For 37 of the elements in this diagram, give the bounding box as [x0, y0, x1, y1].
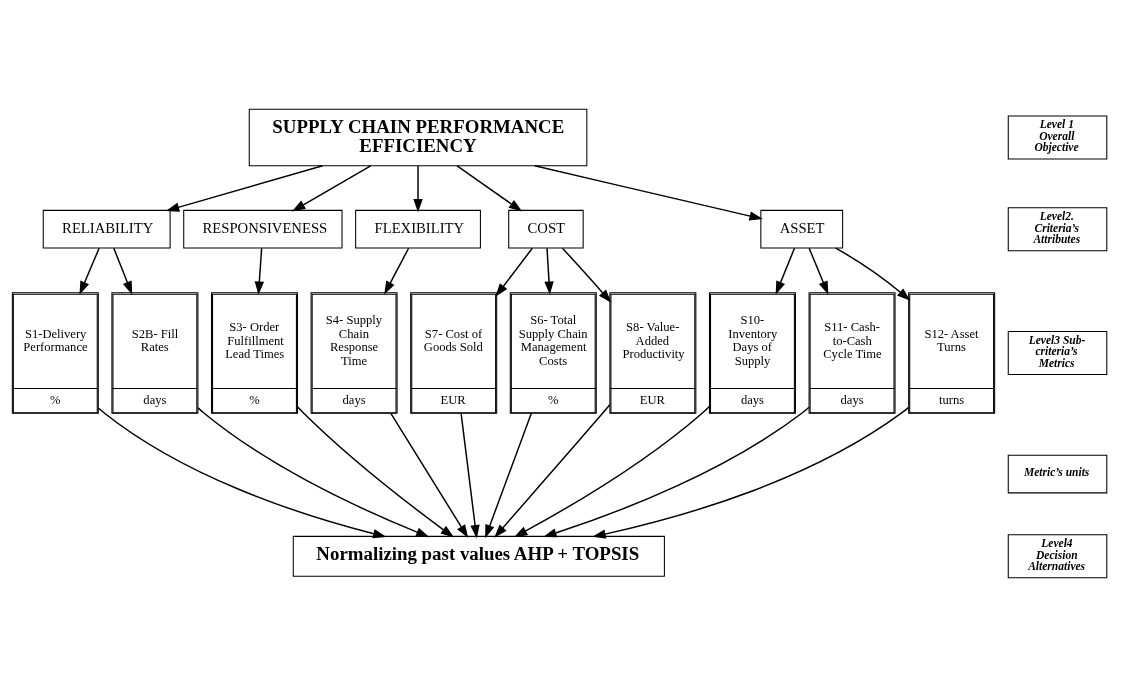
arrow: [460, 412, 480, 539]
arrow: [775, 247, 796, 295]
node-box: Normalizing past values AHP + TOPSIS: [292, 535, 665, 577]
arrow: [291, 165, 372, 212]
arrow: [561, 247, 612, 303]
arrow: [485, 412, 533, 539]
arrow: [514, 405, 711, 538]
node-box: Level4 Decision Alternatives: [1007, 534, 1108, 579]
node-box: RELIABILITY: [42, 209, 171, 249]
node-box: FLEXIBILITY: [355, 209, 481, 249]
arrow: [197, 407, 430, 538]
arrow: [592, 406, 910, 539]
arrow: [494, 404, 611, 538]
arrow: [254, 247, 265, 295]
arrow: [384, 247, 410, 295]
arrow: [808, 247, 829, 295]
arrow: [79, 247, 100, 295]
node-box: Level2. Criteria’s Attributes: [1007, 207, 1108, 252]
arrow: [543, 406, 810, 538]
node-box: Level3 Sub-criteria’s Metrics: [1007, 330, 1108, 375]
arrow: [413, 165, 423, 213]
node-box: ASSET: [760, 209, 844, 249]
node-box: RESPONSIVENESS: [183, 209, 343, 249]
arrow: [456, 165, 523, 212]
arrow: [113, 247, 133, 295]
node-box: COST: [508, 209, 584, 249]
arrow: [390, 412, 469, 539]
arrow: [495, 247, 534, 297]
node-box: Metric’s units: [1007, 454, 1108, 494]
node-box: Level 1 Overall Objective: [1007, 115, 1108, 160]
arrow: [534, 165, 763, 221]
arrow: [835, 247, 911, 301]
arrow: [165, 165, 324, 212]
arrow: [296, 406, 455, 538]
arrow: [544, 247, 554, 295]
arrow: [97, 407, 387, 539]
node-box: SUPPLY CHAIN PERFORMANCE EFFICIENCY: [248, 108, 588, 167]
